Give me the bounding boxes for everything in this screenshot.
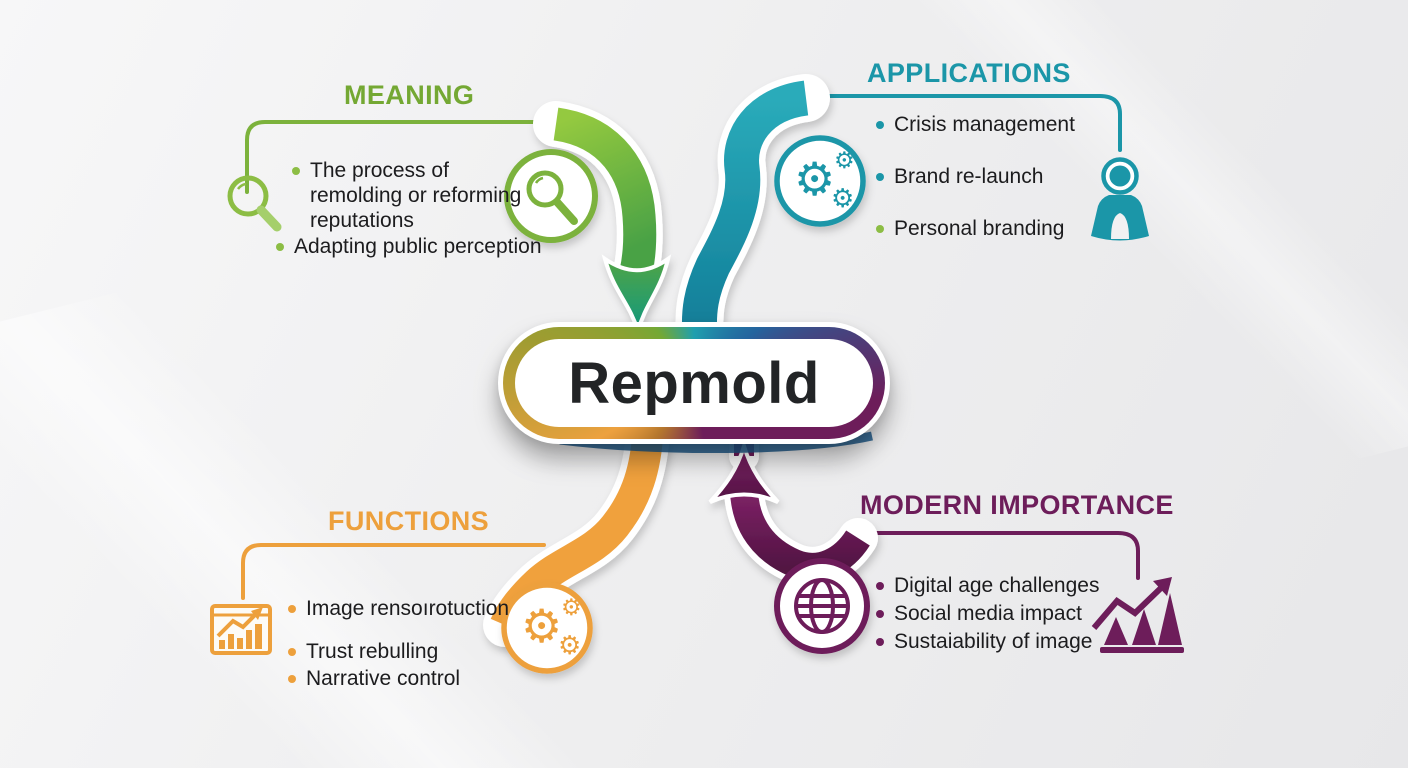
functions-bracket: [241, 543, 546, 600]
list-item: The process of remolding or reforming re…: [292, 158, 542, 233]
list-item: Sustaiability of image: [876, 629, 1099, 654]
person-icon: [1091, 157, 1149, 241]
magnifier-circle-icon: [504, 149, 598, 243]
growth-chart-icon: [1091, 577, 1184, 653]
bullet-text: The process of remolding or reforming re…: [310, 159, 522, 232]
meaning-ribbon: [533, 101, 672, 339]
bullet-dot: [288, 648, 296, 656]
gear-icon: ⚙: [794, 152, 836, 206]
bullet-text: Brand re-launch: [894, 165, 1044, 188]
page-title: Repmold: [568, 350, 820, 416]
globe-icon: [774, 558, 870, 654]
bullet-dot: [288, 605, 296, 613]
list-item: Crisis management: [876, 112, 1075, 137]
list-item: Personal branding: [876, 216, 1075, 241]
bullet-text: Personal branding: [894, 217, 1065, 240]
applications-ribbon: [675, 74, 830, 360]
gear-icon: ⚙: [834, 148, 855, 174]
gear-icon: ⚙: [831, 184, 855, 214]
bullet-text: Trust rebulling: [306, 640, 439, 663]
list-item: Image rensoırotuction: [288, 596, 509, 621]
modern-importance-list: Digital age challenges Social media impa…: [876, 573, 1099, 654]
center-node-gradient-ring: Repmold: [503, 327, 885, 439]
meaning-bracket: [245, 120, 558, 194]
gears-circle-icon: [774, 135, 866, 227]
bullet-text: Sustaiability of image: [894, 630, 1093, 653]
list-item: Brand re-launch: [876, 164, 1075, 189]
bullet-text: Social media impact: [894, 602, 1082, 625]
gear-icon: ⚙: [521, 599, 563, 653]
bullet-dot: [276, 243, 284, 251]
bullet-dot: [288, 675, 296, 683]
list-item: Digital age challenges: [876, 573, 1099, 598]
gear-icon: ⚙: [558, 631, 582, 661]
magnifier-icon: [227, 175, 282, 232]
bullet-dot: [876, 610, 884, 618]
section-title-modern-importance: MODERN IMPORTANCE: [860, 490, 1174, 520]
bullet-dot: [292, 167, 300, 175]
list-item: Adapting public perception: [276, 234, 542, 259]
bullet-text: Adapting public perception: [294, 235, 542, 258]
applications-bracket: [810, 94, 1122, 152]
list-item: Trust rebulling: [288, 639, 509, 664]
applications-list: Crisis management Brand re-launch Person…: [876, 112, 1075, 268]
bar-chart-window-icon: [210, 604, 272, 655]
bullet-text: Narrative control: [306, 667, 461, 690]
bullet-dot: [876, 225, 884, 233]
bullet-dot: [876, 173, 884, 181]
list-item: Social media impact: [876, 601, 1099, 626]
modern-importance-bracket: [856, 531, 1140, 580]
bullet-dot: [876, 582, 884, 590]
bullet-text: Digital age challenges: [894, 574, 1100, 597]
list-item: Narrative control: [288, 666, 509, 691]
bullet-text: Image rensoırotuction: [306, 597, 510, 620]
section-title-functions: FUNCTIONS: [328, 506, 490, 536]
section-title-applications: APPLICATIONS: [867, 58, 1071, 88]
center-node: Repmold: [498, 322, 890, 444]
bullet-dot: [876, 121, 884, 129]
center-node-face: Repmold: [515, 339, 873, 427]
bullet-dot: [876, 638, 884, 646]
bullet-text: Crisis management: [894, 113, 1075, 136]
section-title-meaning: MEANING: [344, 80, 475, 110]
gears-circle-icon: [501, 582, 593, 674]
gear-icon: ⚙: [561, 595, 582, 621]
functions-list: Image rensoırotuction Trust rebulling Na…: [288, 596, 509, 691]
meaning-list: The process of remolding or reforming re…: [276, 158, 542, 259]
